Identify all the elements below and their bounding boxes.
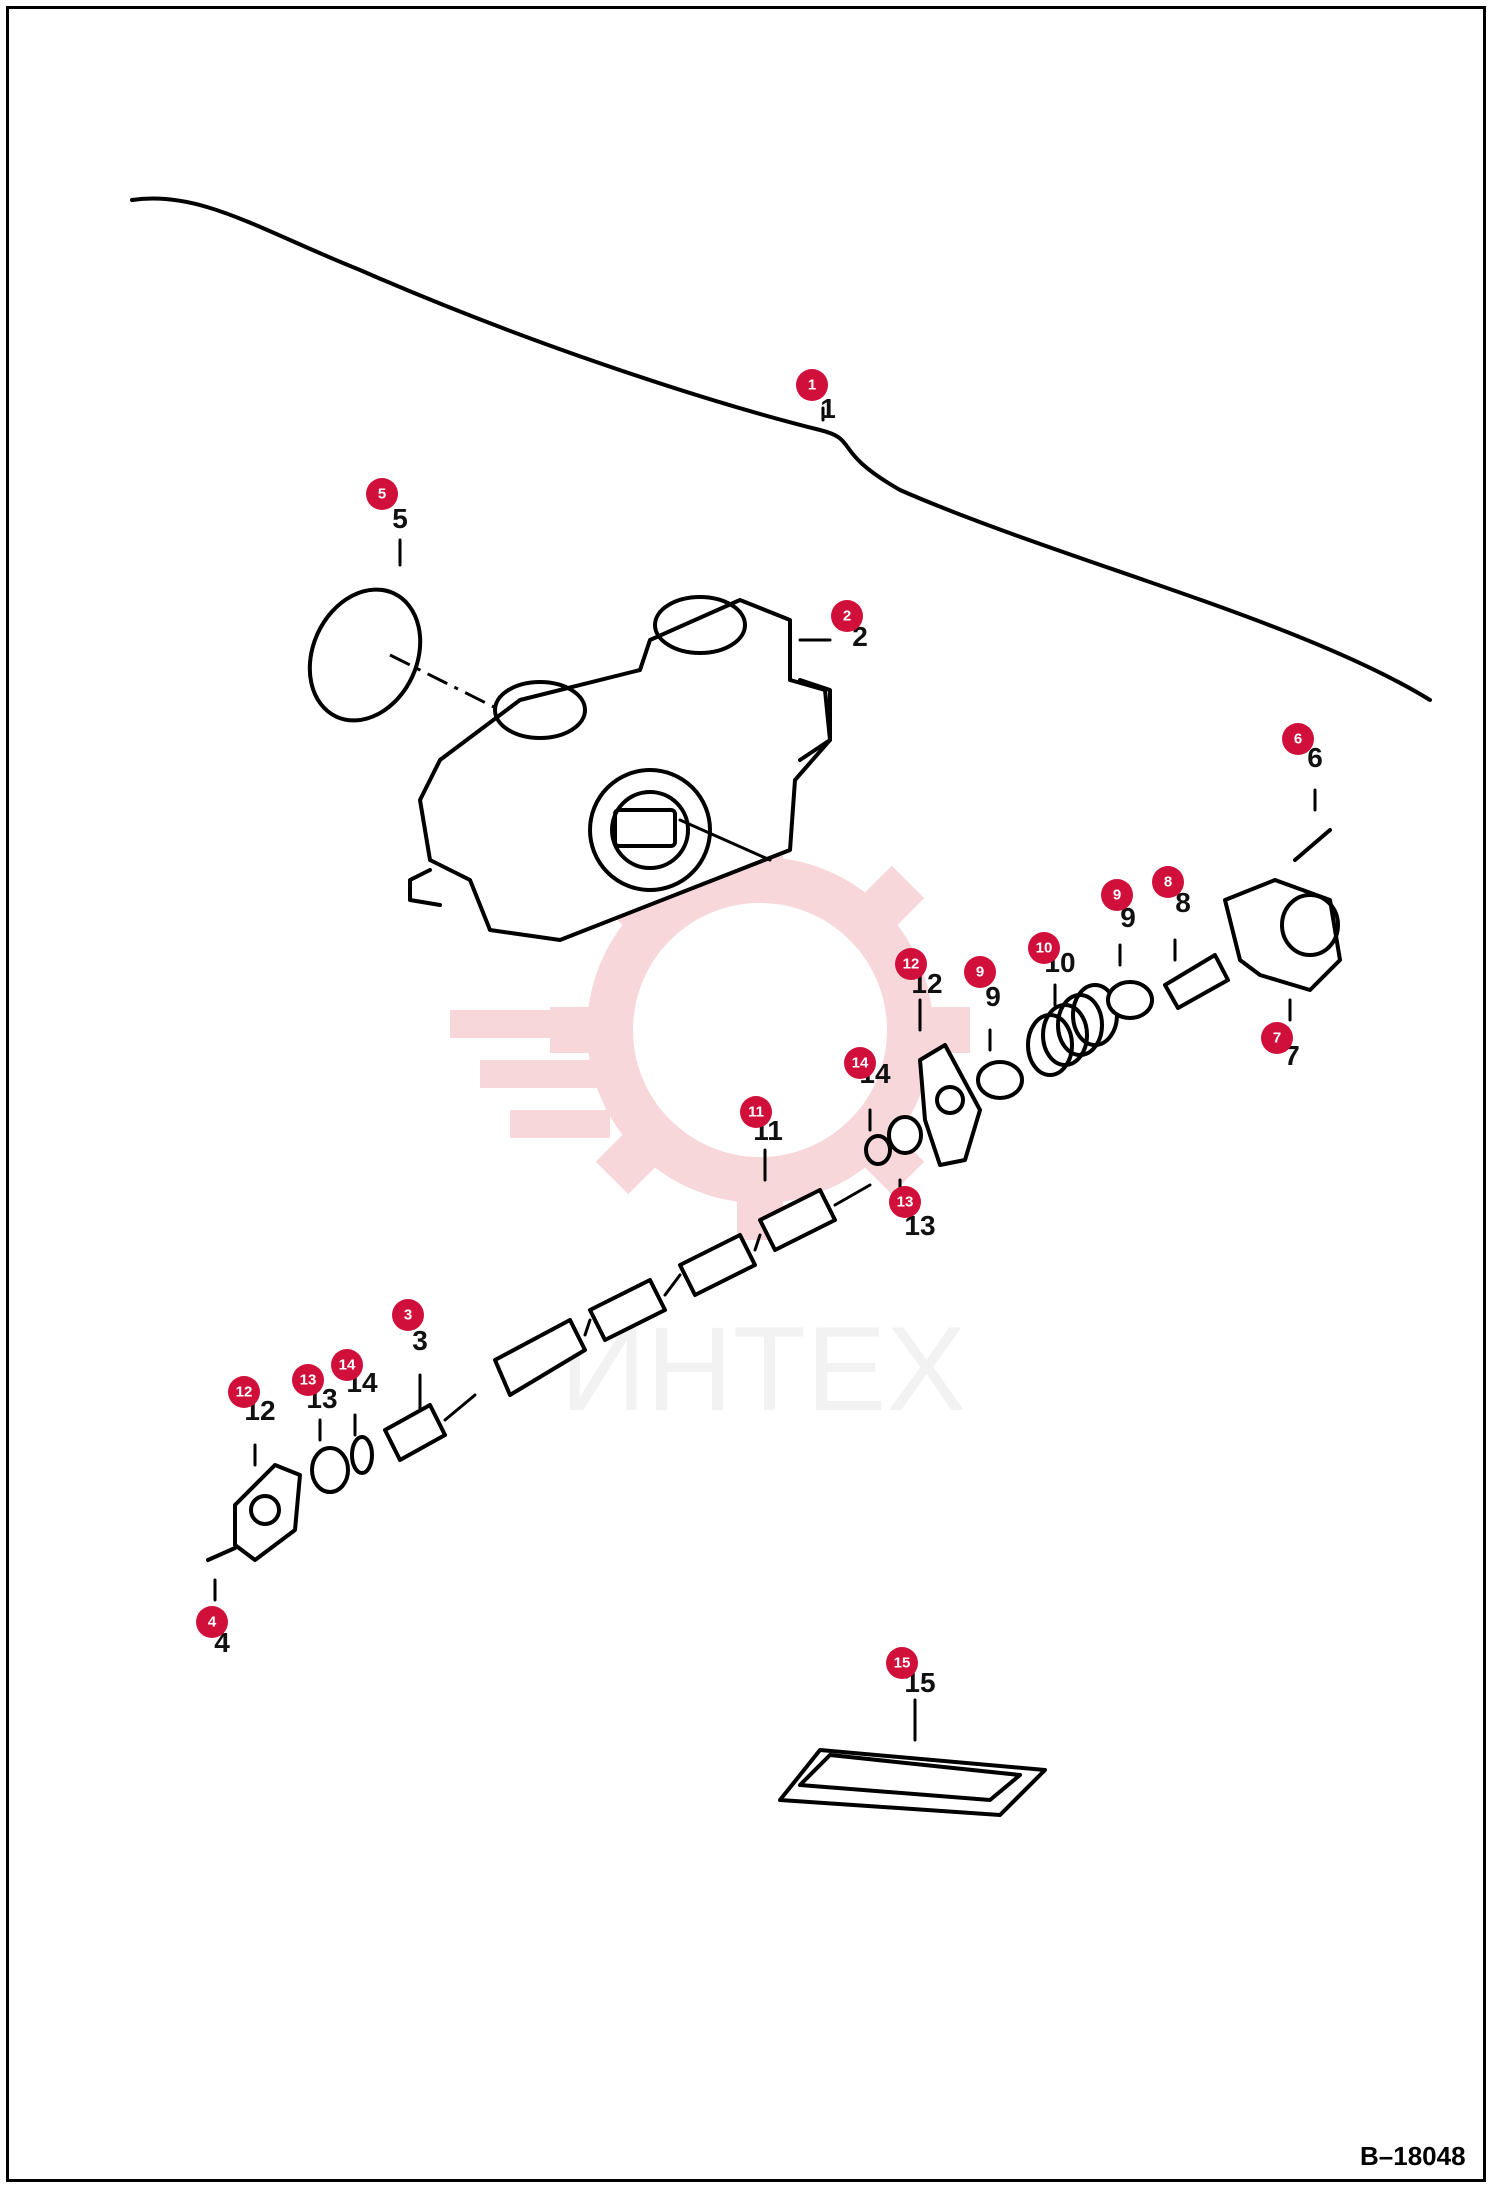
callout-9a[interactable]: 9 — [1101, 879, 1133, 911]
washer-part-13a — [310, 1446, 350, 1494]
callout-15[interactable]: 15 — [886, 1647, 918, 1679]
callout-13b[interactable]: 13 — [889, 1186, 921, 1218]
callout-13a[interactable]: 13 — [292, 1364, 324, 1396]
washer-part-13b — [887, 1115, 923, 1155]
svg-text:9: 9 — [976, 964, 984, 981]
callout-12a[interactable]: 12 — [895, 948, 927, 980]
callout-14a[interactable]: 14 — [331, 1349, 363, 1381]
callout-12b[interactable]: 12 — [228, 1376, 260, 1408]
svg-text:1: 1 — [808, 377, 816, 394]
spring-part-10 — [1026, 983, 1119, 1077]
svg-text:15: 15 — [894, 1655, 911, 1672]
svg-text:10: 10 — [1036, 940, 1053, 957]
svg-text:12: 12 — [236, 1384, 253, 1401]
num-3: 3 — [412, 1325, 428, 1356]
hose-line-part-1 — [130, 196, 1432, 702]
ring-part-14a — [350, 1435, 374, 1475]
num-9b: 9 — [985, 981, 1001, 1012]
svg-text:7: 7 — [1273, 1030, 1281, 1047]
callout-4[interactable]: 4 — [196, 1606, 228, 1638]
svg-text:8: 8 — [1164, 874, 1172, 891]
screw-part-4 — [206, 1546, 237, 1562]
o-ring-part-5 — [307, 587, 423, 723]
ring-part-14b — [864, 1134, 892, 1166]
svg-text:12: 12 — [903, 956, 920, 973]
callout-1[interactable]: 1 — [796, 369, 828, 401]
svg-text:14: 14 — [852, 1055, 869, 1072]
callout-6[interactable]: 6 — [1282, 723, 1314, 755]
plate-part-12b — [918, 1043, 982, 1167]
num-9a: 9 — [1120, 902, 1136, 933]
svg-text:11: 11 — [748, 1104, 764, 1121]
svg-text:2: 2 — [843, 608, 851, 625]
svg-text:5: 5 — [378, 486, 386, 503]
washer-part-9a — [976, 1060, 1024, 1100]
leader-lines — [213, 406, 1317, 1742]
svg-text:4: 4 — [208, 1614, 217, 1631]
num-1: 1 — [820, 393, 836, 424]
callout-8[interactable]: 8 — [1152, 866, 1184, 898]
shim-part-15 — [778, 1748, 1047, 1817]
callout-11[interactable]: 11 — [740, 1096, 772, 1128]
svg-text:13: 13 — [300, 1372, 317, 1389]
svg-text:3: 3 — [404, 1307, 412, 1324]
cap-part-3 — [383, 1393, 477, 1462]
valve-body-part-2 — [408, 595, 832, 942]
washer-part-9b — [1106, 980, 1154, 1020]
o-ring-leader — [389, 653, 521, 722]
svg-text:13: 13 — [897, 1194, 914, 1211]
callout-2[interactable]: 2 — [831, 600, 863, 632]
num-6: 6 — [1307, 742, 1323, 773]
callout-7[interactable]: 7 — [1261, 1022, 1293, 1054]
diagram-frame — [6, 6, 1486, 2182]
callout-10[interactable]: 10 — [1028, 932, 1060, 964]
plate-part-12a — [233, 1463, 302, 1562]
callout-14b[interactable]: 14 — [844, 1047, 876, 1079]
num-8: 8 — [1175, 887, 1191, 918]
callout-3[interactable]: 3 — [392, 1299, 424, 1331]
num-5: 5 — [392, 503, 408, 534]
reference-code: B–18048 — [1360, 2141, 1466, 2171]
cap-part-7 — [1223, 878, 1342, 992]
svg-text:14: 14 — [339, 1357, 356, 1374]
svg-text:6: 6 — [1294, 731, 1302, 748]
callout-9b[interactable]: 9 — [964, 956, 996, 988]
callout-5[interactable]: 5 — [366, 478, 398, 510]
callouts: 1 2 3 4 5 6 7 8 9 9 10 11 12 12 13 13 14… — [196, 369, 1314, 1679]
bolt-part-8 — [1163, 953, 1230, 1010]
svg-text:9: 9 — [1113, 887, 1121, 904]
spool-part-11 — [493, 1183, 872, 1397]
screw-part-6 — [1293, 828, 1332, 862]
